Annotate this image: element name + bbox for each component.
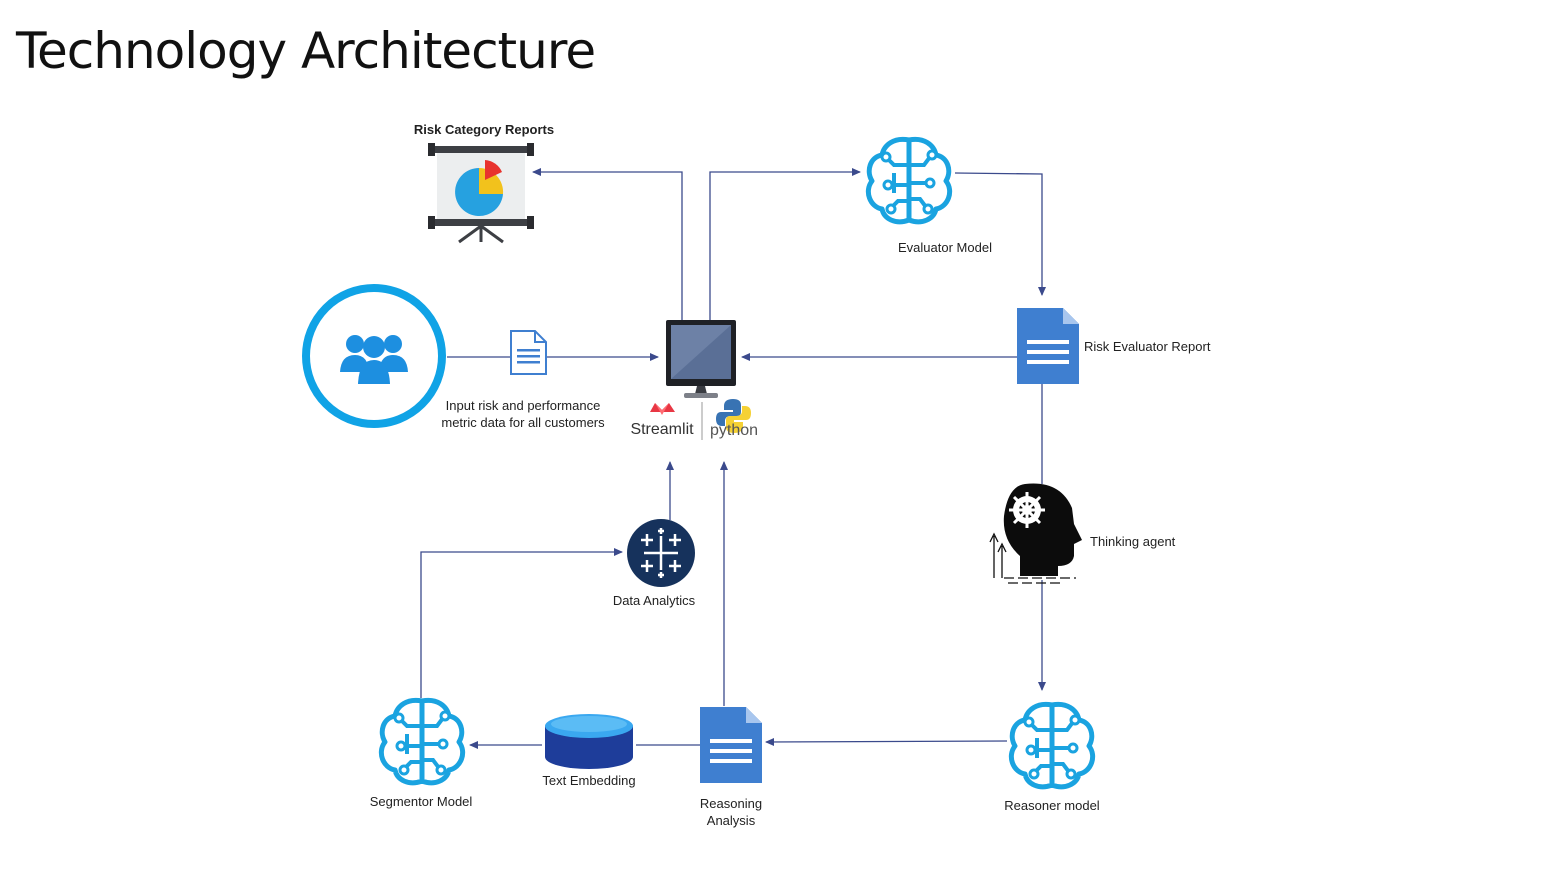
data-analytics-icon [627,519,695,587]
connectors [420,168,1046,749]
arrow-segmentor-to-analytics [420,548,623,698]
reasoning-analysis-label-line1: Reasoning [699,796,763,811]
thinking-head-icon [989,483,1082,584]
risk-evaluator-report-label: Risk Evaluator Report [1084,339,1211,354]
reasoner-model-label: Reasoner model [1004,798,1100,813]
page-title: Technology Architecture [16,22,596,80]
input-data-label-line2: metric data for all customers [441,415,605,430]
python-logo-icon [716,399,751,433]
evaluator-model-label: Evaluator Model [898,240,992,255]
data-analytics-label: Data Analytics [612,593,696,608]
python-label: python [709,422,759,439]
monitor-icon [666,320,736,398]
streamlit-label: Streamlit [630,421,694,438]
arrow-to-risk-reports [532,168,683,320]
segmentor-model-label: Segmentor Model [369,794,473,809]
thinking-agent-label: Thinking agent [1090,534,1176,549]
reasoning-analysis-label-line2: Analysis [706,813,756,828]
users-icon [340,335,408,384]
customers-node [302,284,446,428]
arrow-reasoner-to-reasoning [765,737,1008,746]
risk-category-reports-label: Risk Category Reports [413,122,555,137]
presentation-board-icon [428,143,534,244]
text-embedding-database-icon [545,714,633,769]
input-document-icon [510,330,547,375]
segmentor-brain-icon [381,700,462,782]
arrow-evaluator-to-report [954,172,1046,296]
streamlit-logo-icon [650,403,675,415]
reasoning-document-icon [700,707,762,783]
reasoner-brain-icon [1011,704,1092,786]
text-embedding-label: Text Embedding [542,773,636,788]
input-data-label-line1: Input risk and performance [445,398,601,413]
evaluator-brain-icon [868,139,949,221]
risk-report-document-icon [1017,308,1079,384]
arrow-to-evaluator [709,168,861,320]
